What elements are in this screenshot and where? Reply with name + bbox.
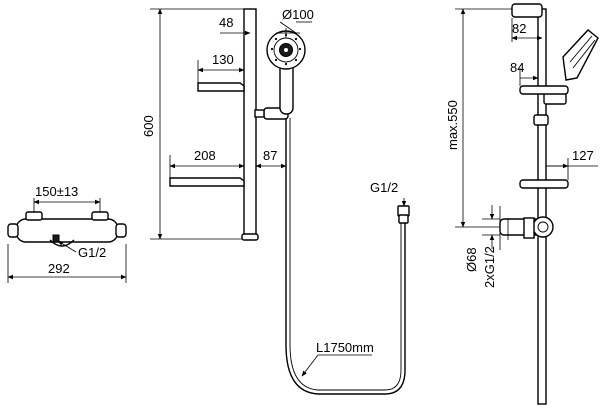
side-head-depth-dimension: 82: [511, 18, 543, 42]
head-offset-dimension: 48: [219, 15, 300, 38]
side-head-depth-label: 82: [512, 21, 526, 36]
head-diameter-label: Ø100: [282, 7, 314, 22]
hose-connector-callout: G1/2: [370, 180, 407, 207]
mixer-center-distance-dimension: 150±13: [33, 184, 101, 212]
shower-rail: [169, 8, 289, 241]
lower-shelf-dimension: 208: [169, 148, 245, 178]
mixer-width-dimension: 292: [7, 244, 127, 283]
mixer-inlet-callout: G1/2: [57, 240, 106, 260]
thermostatic-mixer: [7, 211, 127, 247]
side-outlet-diameter-label: Ø68: [464, 247, 479, 272]
side-holder-depth-label: 84: [510, 60, 524, 75]
mixer-center-distance-label: 150±13: [35, 184, 78, 199]
mixer-inlet-label: G1/2: [78, 245, 106, 260]
side-holder-depth-dimension: 84: [510, 60, 539, 86]
side-height-dimension: max.550: [445, 8, 512, 228]
side-height-label: max.550: [445, 100, 460, 150]
lower-shelf-label: 208: [194, 148, 216, 163]
head-offset-label: 48: [219, 15, 233, 30]
mixer-width-label: 292: [48, 261, 70, 276]
upper-shelf-label: 130: [212, 52, 234, 67]
hose-offset-dimension: 87: [255, 148, 287, 169]
side-shelf-depth-label: 127: [572, 148, 594, 163]
upper-shelf-dimension: 130: [197, 52, 245, 83]
rail-height-dimension: 600: [141, 8, 244, 240]
hose-length-label: L1750mm: [316, 340, 374, 355]
rail-height-label: 600: [141, 115, 156, 137]
head-diameter-callout: Ø100: [279, 7, 314, 34]
side-inlets-label: 2xG1/2: [482, 246, 497, 288]
hose-length-callout: L1750mm: [301, 340, 374, 377]
hose-connector-label: G1/2: [370, 180, 398, 195]
hand-shower: [266, 30, 306, 115]
side-outlet-dimensions: Ø68 2xG1/2: [464, 205, 509, 288]
shower-hose: [285, 118, 410, 395]
hose-offset-label: 87: [263, 148, 277, 163]
side-view-rail: [499, 3, 599, 405]
side-shelf-depth-dimension: 127: [546, 148, 598, 180]
